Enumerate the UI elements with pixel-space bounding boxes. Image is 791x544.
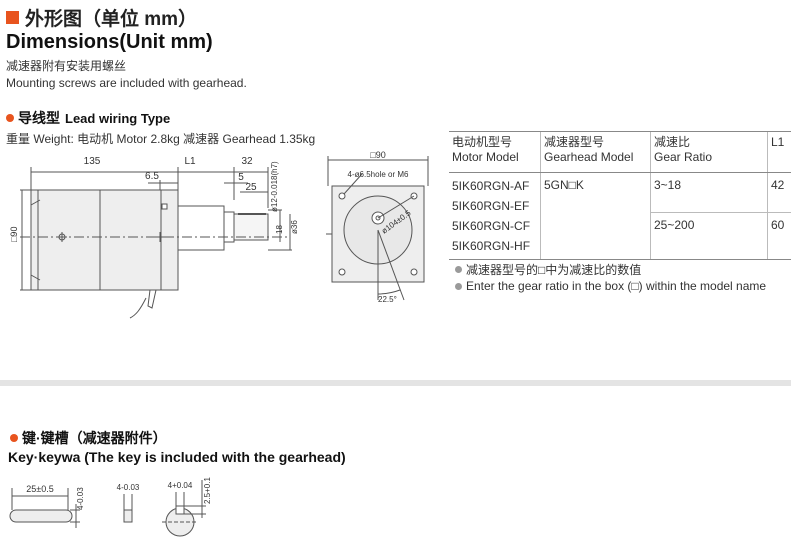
- title-cn: 外形图（单位 mm）: [6, 4, 197, 31]
- front-dim-90: □90: [370, 150, 385, 160]
- lead-section-title: 导线型 Lead wiring Type: [6, 108, 170, 128]
- dim-18: 18: [275, 225, 284, 234]
- cell-ratios: 3~18 25~200: [650, 172, 768, 260]
- table-row: 5IK60RGN-AF 5IK60RGN-EF 5IK60RGN-CF 5IK6…: [449, 172, 791, 260]
- dim-square-90: □90: [9, 227, 19, 242]
- gray-dot-icon: [455, 266, 462, 273]
- front-angle: 22.5°: [378, 295, 397, 304]
- title-cn-text: 外形图（单位 mm）: [25, 9, 198, 30]
- front-holes: 4-ø6.5hole or M6: [348, 170, 409, 179]
- dim-shaft: ø12-0.018(h7): [270, 161, 279, 212]
- dim-l1: L1: [184, 156, 196, 167]
- key-section-title: 键·键槽（减速器附件）: [10, 428, 167, 448]
- lead-title-cn: 导线型: [18, 110, 60, 126]
- orange-dot-icon: [10, 434, 18, 442]
- dim-36: ø36: [290, 220, 299, 234]
- key-len: 25±0.5: [26, 484, 53, 494]
- gray-dot-icon: [455, 282, 462, 290]
- slot-d: 2.5+0.1: [203, 477, 212, 504]
- section-divider: [0, 380, 791, 386]
- key-w: 4-0.03: [117, 483, 140, 492]
- side-view-drawing: 135 L1 32 6.5 5 25 □90 ø12-0.018(h7) 18 …: [9, 156, 299, 319]
- key-title-en: Key·keywa (The key is included with the …: [8, 449, 346, 465]
- dim-5: 5: [238, 172, 244, 183]
- key-drawing: 25±0.5 4-0.03 4-0.03 4+0.04 2.5+0.1: [9, 477, 212, 537]
- cell-motor-models: 5IK60RGN-AF 5IK60RGN-EF 5IK60RGN-CF 5IK6…: [449, 172, 541, 260]
- orange-square-icon: [6, 11, 19, 24]
- table-note-cn: 减速器型号的□中为减速比的数值: [455, 261, 641, 278]
- dim-135: 135: [84, 156, 101, 167]
- orange-dot-icon: [6, 114, 14, 122]
- dim-32: 32: [241, 156, 253, 167]
- slot-w: 4+0.04: [168, 481, 193, 490]
- cell-l1: 42 60: [767, 172, 791, 260]
- th-l1: L1: [767, 131, 791, 173]
- key-h: 4-0.03: [76, 487, 85, 510]
- lead-title-en: Lead wiring Type: [65, 110, 171, 126]
- table-note-en: Enter the gear ratio in the box (□) with…: [455, 279, 766, 293]
- cell-gearhead-model: 5GN□K: [540, 172, 651, 260]
- dim-6-5: 6.5: [145, 171, 159, 182]
- weight-text: 重量 Weight: 电动机 Motor 2.8kg 减速器 Gearhead …: [6, 132, 316, 146]
- title-en: Dimensions(Unit mm): [6, 31, 213, 53]
- note-cn: 减速器附有安装用螺丝: [6, 59, 127, 73]
- front-view-drawing: □90 4-ø6.5hole or M6 ø104±0.5 22.5°: [326, 150, 429, 304]
- dim-25: 25: [245, 182, 257, 193]
- note-en: Mounting screws are included with gearhe…: [6, 76, 247, 90]
